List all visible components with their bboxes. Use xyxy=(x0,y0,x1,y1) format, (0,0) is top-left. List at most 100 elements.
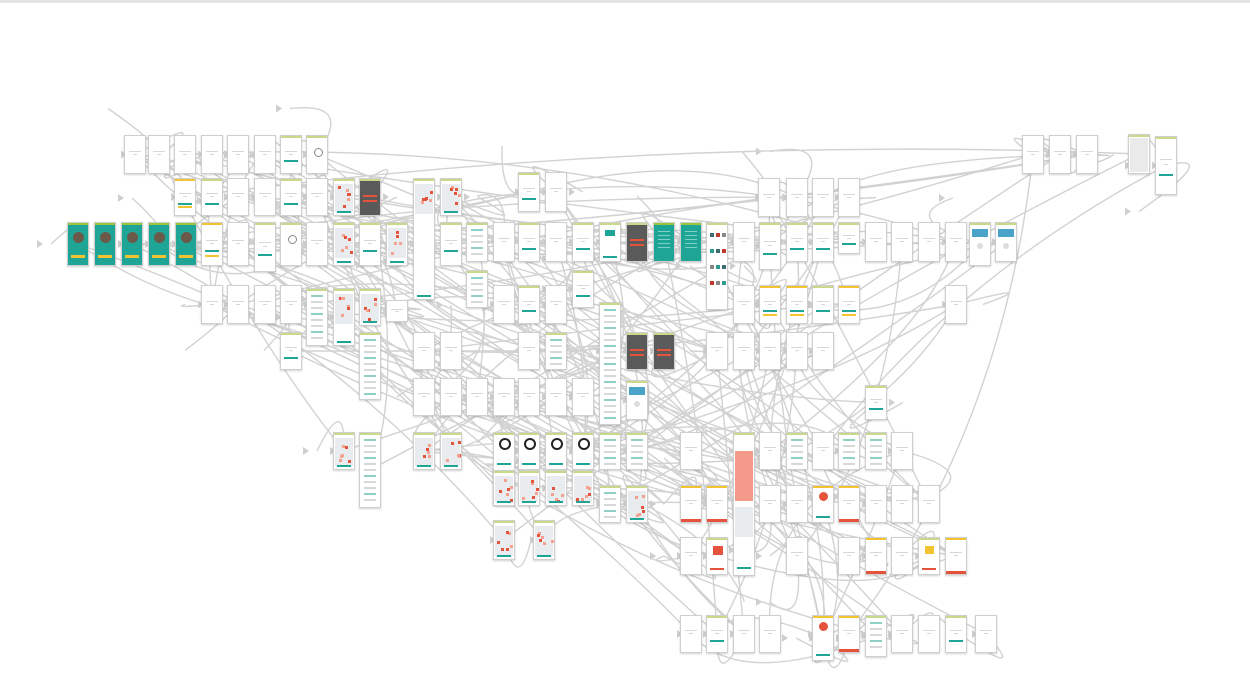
screen-artboard[interactable] xyxy=(945,615,967,653)
screen-artboard[interactable] xyxy=(572,270,594,308)
screen-artboard[interactable] xyxy=(680,615,702,653)
screen-artboard[interactable] xyxy=(333,288,355,346)
screen-artboard[interactable] xyxy=(493,378,515,416)
screen-artboard[interactable] xyxy=(733,285,755,324)
screen-artboard[interactable] xyxy=(572,378,594,416)
screen-artboard[interactable] xyxy=(466,378,488,416)
screen-artboard[interactable] xyxy=(280,135,302,174)
screen-artboard[interactable] xyxy=(1076,135,1098,174)
screen-artboard[interactable] xyxy=(1155,136,1177,195)
screen-artboard[interactable] xyxy=(148,135,170,174)
screen-artboard[interactable] xyxy=(891,432,913,470)
screen-artboard[interactable] xyxy=(545,378,567,416)
screen-artboard[interactable] xyxy=(786,485,808,523)
screen-artboard[interactable] xyxy=(124,135,146,174)
screen-artboard[interactable] xyxy=(306,288,328,346)
screen-artboard[interactable] xyxy=(680,432,702,470)
screen-artboard[interactable] xyxy=(280,178,302,216)
screen-artboard[interactable] xyxy=(759,432,781,470)
screen-artboard[interactable] xyxy=(518,470,540,506)
screen-artboard[interactable] xyxy=(812,222,834,262)
screen-artboard[interactable] xyxy=(201,178,223,216)
screen-artboard[interactable] xyxy=(175,222,197,266)
screen-artboard[interactable] xyxy=(572,222,594,262)
screen-artboard[interactable] xyxy=(545,470,567,506)
screen-artboard[interactable] xyxy=(706,222,728,310)
screen-artboard[interactable] xyxy=(254,178,276,216)
screen-artboard[interactable] xyxy=(733,332,755,370)
screen-artboard[interactable] xyxy=(706,485,728,523)
screen-artboard[interactable] xyxy=(786,222,808,262)
screen-artboard[interactable] xyxy=(599,302,621,425)
screen-artboard[interactable] xyxy=(518,172,540,212)
screen-artboard[interactable] xyxy=(918,485,940,523)
screen-artboard[interactable] xyxy=(865,385,887,420)
screen-artboard[interactable] xyxy=(359,432,381,508)
screen-artboard[interactable] xyxy=(545,432,567,470)
screen-artboard[interactable] xyxy=(333,178,355,216)
screen-artboard[interactable] xyxy=(493,520,515,560)
screen-artboard[interactable] xyxy=(680,222,702,262)
screen-artboard[interactable] xyxy=(891,222,913,262)
screen-artboard[interactable] xyxy=(533,520,555,560)
screen-artboard[interactable] xyxy=(545,222,567,262)
screen-artboard[interactable] xyxy=(969,222,991,266)
screen-artboard[interactable] xyxy=(626,485,648,523)
screen-artboard[interactable] xyxy=(386,300,408,322)
screen-artboard[interactable] xyxy=(518,378,540,416)
screen-artboard[interactable] xyxy=(838,615,860,653)
screen-artboard[interactable] xyxy=(733,615,755,653)
screen-artboard[interactable] xyxy=(865,485,887,523)
screen-artboard[interactable] xyxy=(812,615,834,661)
screen-artboard[interactable] xyxy=(545,332,567,370)
screen-artboard[interactable] xyxy=(995,222,1017,262)
screen-artboard[interactable] xyxy=(706,332,728,370)
screen-artboard[interactable] xyxy=(759,485,781,523)
screen-artboard[interactable] xyxy=(626,332,648,370)
screen-artboard[interactable] xyxy=(572,432,594,470)
screen-artboard[interactable] xyxy=(174,135,196,174)
screen-artboard[interactable] xyxy=(466,270,488,308)
screen-artboard[interactable] xyxy=(440,378,462,416)
screen-artboard[interactable] xyxy=(254,285,276,324)
screen-artboard[interactable] xyxy=(786,537,808,575)
screen-artboard[interactable] xyxy=(786,178,808,217)
screen-artboard[interactable] xyxy=(333,222,355,266)
screen-artboard[interactable] xyxy=(599,485,621,523)
screen-artboard[interactable] xyxy=(759,332,781,370)
screen-artboard[interactable] xyxy=(466,222,488,262)
screen-artboard[interactable] xyxy=(680,537,702,575)
screen-artboard[interactable] xyxy=(626,222,648,262)
screen-artboard[interactable] xyxy=(254,222,276,272)
screen-artboard[interactable] xyxy=(413,178,435,300)
screen-artboard[interactable] xyxy=(518,432,540,470)
screen-artboard[interactable] xyxy=(945,222,967,262)
screen-artboard[interactable] xyxy=(413,432,435,470)
screen-artboard[interactable] xyxy=(201,285,223,324)
screen-artboard[interactable] xyxy=(891,615,913,653)
screen-artboard[interactable] xyxy=(572,470,594,506)
screen-artboard[interactable] xyxy=(758,178,780,217)
screen-artboard[interactable] xyxy=(812,485,834,523)
screen-artboard[interactable] xyxy=(493,222,515,262)
screen-artboard[interactable] xyxy=(838,432,860,470)
screen-artboard[interactable] xyxy=(201,135,223,174)
screen-artboard[interactable] xyxy=(493,470,515,506)
screen-artboard[interactable] xyxy=(1049,135,1071,174)
screen-artboard[interactable] xyxy=(706,537,728,575)
screen-artboard[interactable] xyxy=(359,222,381,266)
screen-artboard[interactable] xyxy=(865,222,887,262)
screen-artboard[interactable] xyxy=(812,332,834,370)
screen-artboard[interactable] xyxy=(733,432,755,576)
screen-artboard[interactable] xyxy=(786,332,808,370)
screen-artboard[interactable] xyxy=(333,432,355,470)
screen-artboard[interactable] xyxy=(94,222,116,266)
screen-artboard[interactable] xyxy=(975,615,997,653)
screen-artboard[interactable] xyxy=(280,332,302,370)
screen-artboard[interactable] xyxy=(918,615,940,653)
screen-artboard[interactable] xyxy=(440,222,462,266)
screen-artboard[interactable] xyxy=(626,380,648,420)
screen-artboard[interactable] xyxy=(254,135,276,174)
screen-artboard[interactable] xyxy=(201,222,223,266)
screen-artboard[interactable] xyxy=(493,285,515,324)
